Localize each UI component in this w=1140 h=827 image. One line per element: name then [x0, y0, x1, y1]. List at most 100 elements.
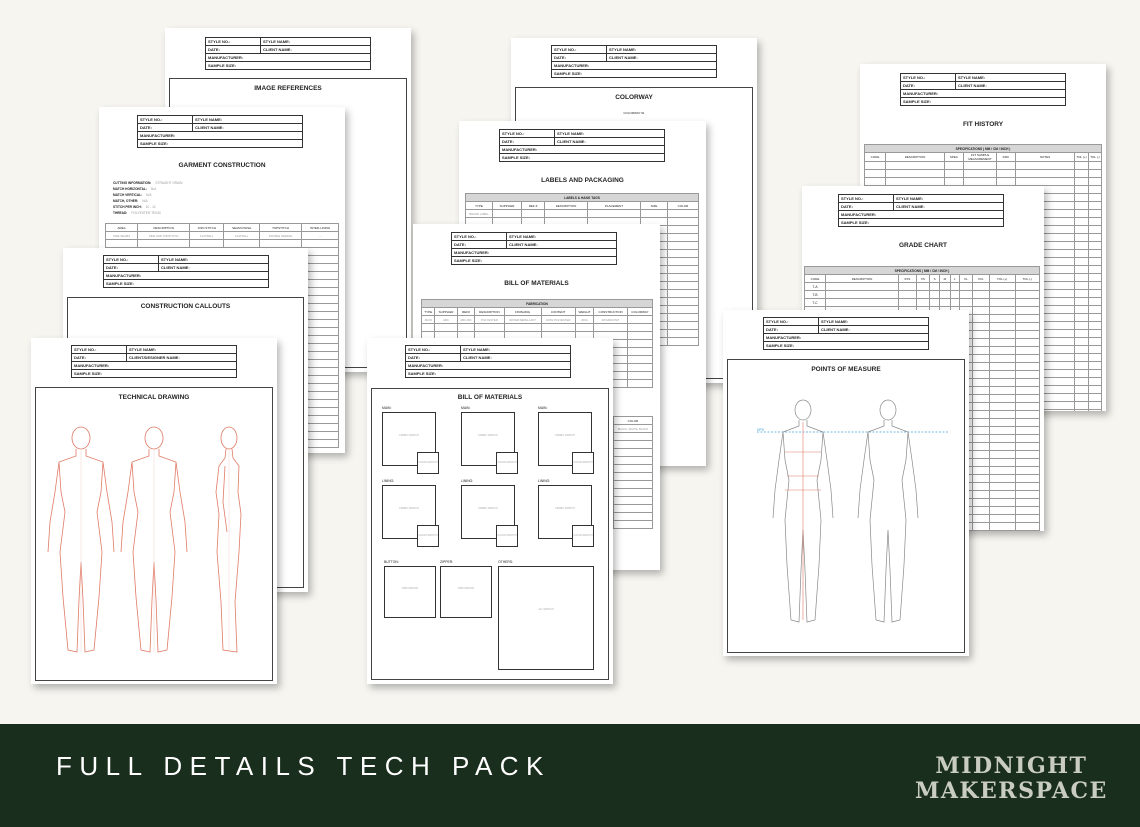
col-header: REF # [521, 201, 545, 210]
table-row [613, 456, 653, 465]
client-name-label: CLIENT NAME: [606, 53, 717, 62]
color-swatch-box[interactable]: COLOR SWATCH [496, 452, 518, 474]
col-header: INTER-LINING [301, 223, 339, 232]
style-no-label: STYLE NO.: [205, 37, 261, 46]
col-header: PLACEMENT [587, 201, 641, 210]
back-figure-head [879, 399, 897, 421]
page-title: GARMENT CONSTRUCTION [178, 162, 266, 169]
col-header: JOIN STITCH [189, 223, 225, 232]
style-no-label: STYLE NO.: [551, 45, 607, 54]
others-swatch-box[interactable]: ALL SWATCH [498, 566, 594, 670]
style-name-label: STYLE NAME: [158, 255, 269, 264]
client-name-label: CLIENT NAME: [158, 263, 269, 272]
sample-size-label: SAMPLE SIZE: [838, 218, 1004, 227]
table-cell: SIDE AND TOPSTITCH [137, 231, 191, 240]
manufacturer-label: MANUFACTURER: [499, 145, 665, 154]
table-cell: WOVEN/KNIT [593, 315, 628, 324]
table-row [104, 239, 339, 248]
col-header: XXS [898, 274, 917, 283]
manufacturer-label: MANUFACTURER: [103, 271, 269, 280]
col-header: FINISHING [503, 307, 542, 316]
table-row [613, 448, 653, 457]
manufacturer-label: MANUFACTURER: [551, 61, 717, 70]
client-name-label: CLIENT NAME: [893, 202, 1004, 211]
col-header: TOL (-) [1014, 274, 1041, 283]
date-label: DATE: [900, 81, 956, 90]
page-title: BILL OF MATERIALS [504, 280, 569, 287]
color-swatch-box[interactable]: COLOR SWATCH [572, 525, 594, 547]
page-title: BILL OF MATERIALS [457, 394, 523, 401]
date-label: DATE: [551, 53, 607, 62]
table-cell: --- [301, 231, 339, 240]
date-label: DATE: [405, 353, 461, 362]
sample-size-label: SAMPLE SIZE: [551, 69, 717, 78]
style-no-label: STYLE NO.: [451, 232, 507, 241]
col-header: SUPPLIER [434, 307, 458, 316]
table-cell: WATER REPELLANT [503, 315, 542, 324]
col-header: SPEC [944, 152, 964, 162]
page-title: GRADE CHART [898, 242, 948, 249]
date-label: DATE: [205, 45, 261, 54]
date-label: DATE: [103, 263, 159, 272]
page-title: POINTS OF MEASURE [811, 366, 881, 373]
manufacturer-label: MANUFACTURER: [763, 333, 929, 342]
swatch-label: BUTTON: [384, 560, 399, 564]
sample-size-label: SAMPLE SIZE: [103, 279, 269, 288]
header-block: STYLE NO.:STYLE NAME: DATE:CLIENT NAME: … [405, 345, 571, 378]
color-swatch-box[interactable]: COLOR SWATCH [572, 452, 594, 474]
brand-line-2: MAKERSPACE [915, 778, 1108, 804]
col-header: SEAM FINISH [223, 223, 260, 232]
color-value: BLACK, WHITE, BLACK [613, 424, 653, 433]
section-header: FABRICATION [421, 299, 653, 308]
color-swatch-box[interactable]: COLOR SWATCH [417, 525, 439, 547]
manufacturer-label: MANUFACTURER: [900, 89, 1066, 98]
date-label: DATE: [763, 325, 819, 334]
col-header: CONSTRUCTION [593, 307, 628, 316]
color-swatch-box[interactable]: COLOR SWATCH [496, 525, 518, 547]
zipper-swatch-box[interactable]: TRIM SWATCH [440, 566, 492, 618]
table-row [613, 504, 653, 513]
col-header: AREA [104, 223, 139, 232]
style-no-label: STYLE NO.: [103, 255, 159, 264]
date-label: DATE: [838, 202, 894, 211]
client-name-label: CLIENT NAME: [506, 240, 617, 249]
col-header: COLOR [667, 201, 699, 210]
col-header: L [949, 274, 960, 283]
col-header: REF# [456, 307, 476, 316]
col-header: DIFF [996, 152, 1016, 162]
brand-logo: MIDNIGHT MAKERSPACE [915, 754, 1108, 804]
side-croquis-head [220, 426, 238, 450]
table-row [864, 169, 1103, 178]
table-row [864, 161, 1103, 170]
col-header: DESCRIPTION [885, 152, 945, 162]
front-figure-head [794, 399, 812, 421]
sample-size-label: SAMPLE SIZE: [763, 341, 929, 350]
date-label: DATE: [451, 240, 507, 249]
page-title: LABELS AND PACKAGING [541, 177, 624, 184]
style-name-label: STYLE NAME: [260, 37, 371, 46]
col-header: TOL (-) [1087, 152, 1103, 162]
style-no-label: STYLE NO.: [763, 317, 819, 326]
color-swatch-box[interactable]: COLOR SWATCH [417, 452, 439, 474]
side-croquis-body [215, 448, 242, 653]
style-name-label: STYLE NAME: [506, 232, 617, 241]
client-name-label: CLIENT NAME: [818, 325, 929, 334]
header-block: STYLE NO.:STYLE NAME: DATE:CLIENT NAME: … [137, 115, 303, 148]
table-cell: POLYESTER [474, 315, 505, 324]
table-cell: 200G [574, 315, 595, 324]
button-swatch-box[interactable]: TRIM SWATCH [384, 566, 436, 618]
date-label: DATE: [499, 137, 555, 146]
table-cell: FLATFELL [189, 231, 225, 240]
col-header: XXL [971, 274, 990, 283]
col-header: CONTENT [540, 307, 576, 316]
table-cell: 100% POLYESTER [540, 315, 576, 324]
header-block: STYLE NO.:STYLE NAME: DATE:CLIENT NAME: … [499, 129, 665, 162]
page-points-of-measure: STYLE NO.:STYLE NAME: DATE:CLIENT NAME: … [723, 310, 969, 656]
col-header: WEIGHT [574, 307, 595, 316]
swatch-label: ZIPPER: [440, 560, 454, 564]
page-title: TECHNICAL DRAWING [118, 394, 190, 401]
style-name-label: STYLE NAME: [955, 73, 1066, 82]
fabric-swatch-box[interactable]: FABRIC SWATCH [382, 485, 436, 539]
col-header: NOTES [1015, 152, 1075, 162]
date-label: DATE: [71, 353, 127, 362]
